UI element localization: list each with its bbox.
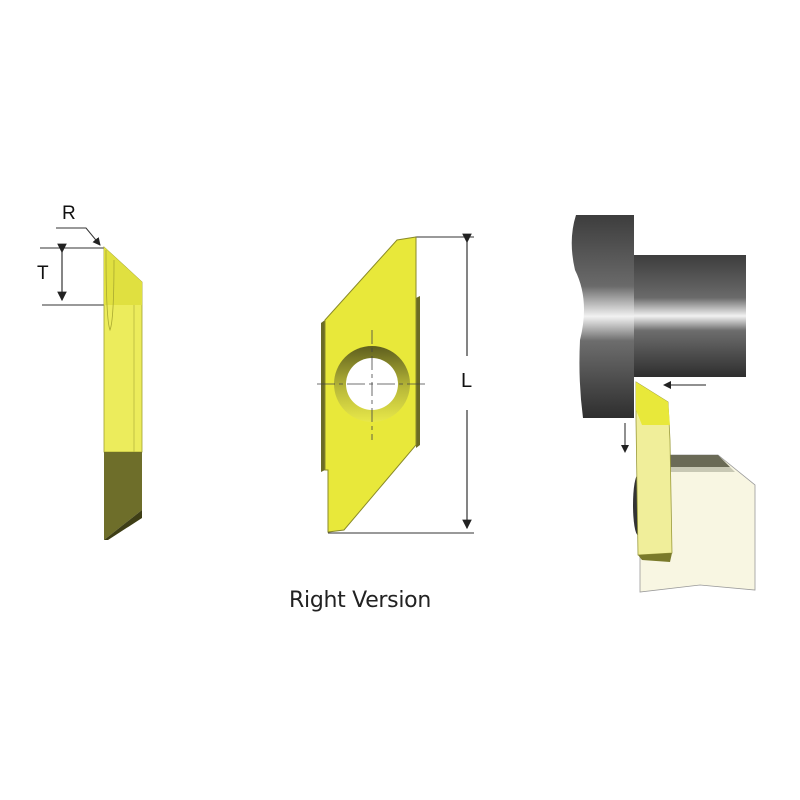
radius-label: R xyxy=(62,203,76,224)
application-view xyxy=(571,215,756,593)
side-view xyxy=(40,227,143,540)
side-insert-shadow xyxy=(104,452,142,540)
length-label: L xyxy=(461,370,473,392)
version-caption: Right Version xyxy=(289,588,431,613)
thickness-label: T xyxy=(37,263,49,284)
front-view xyxy=(317,233,474,534)
workpiece-shaft xyxy=(634,255,746,377)
side-insert-bevel xyxy=(104,247,142,305)
workpiece-shoulder xyxy=(571,215,634,418)
r-leader-arrow xyxy=(56,227,101,246)
